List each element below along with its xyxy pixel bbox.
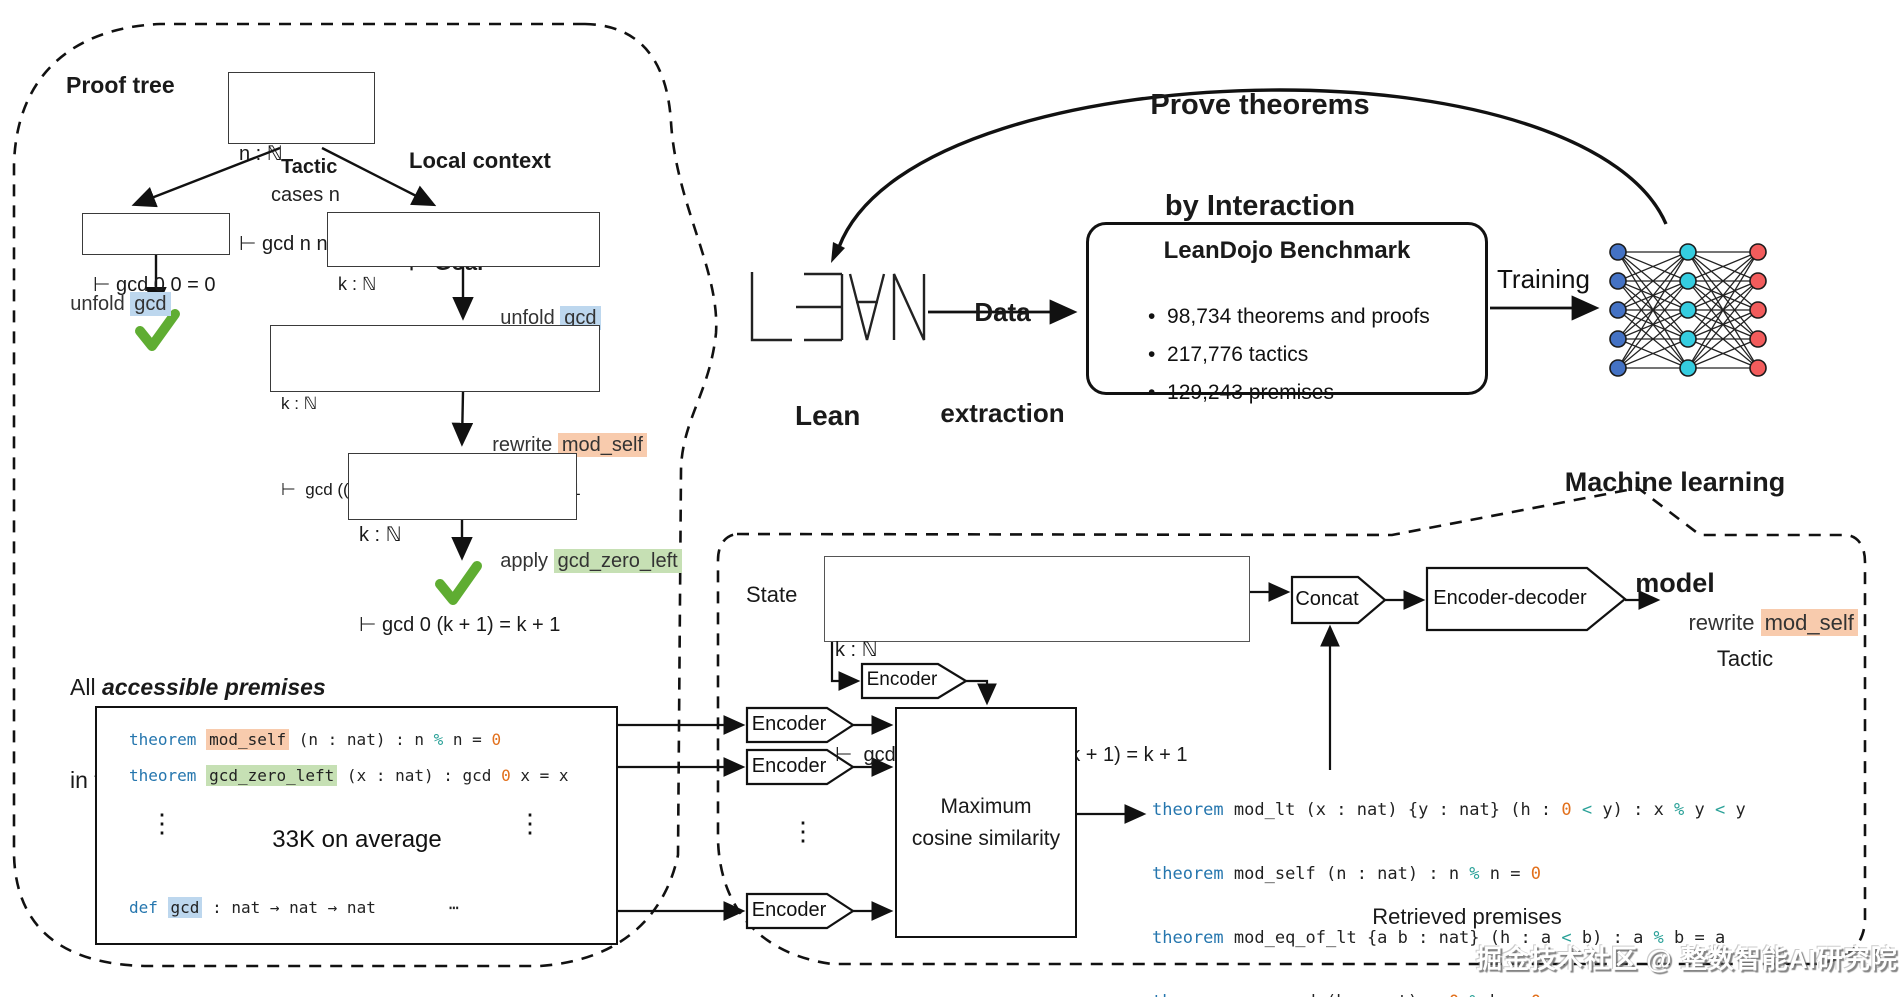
benchmark-item-premises: • 129,243 premises — [1148, 381, 1334, 404]
bullet-icon: • — [1148, 381, 1156, 404]
horizontal-ellipsis: ⋯ — [449, 898, 459, 917]
tactic-label: Tactic — [281, 156, 338, 178]
retrieved-premises-label: Retrieved premises — [1372, 904, 1562, 929]
premise-gcd-zero-left: theorem gcd_zero_left (x : nat) : gcd 0 … — [129, 765, 569, 786]
benchmark-title: LeanDojo Benchmark — [1163, 237, 1411, 264]
apply-gcd-zero-left-label: apply gcd_zero_left — [478, 527, 682, 596]
state-label: State — [746, 582, 798, 607]
root-context: n : ℕ — [239, 143, 283, 165]
encoder2-shape — [745, 748, 856, 786]
encoder-decoder-label: Encoder-decoder — [1433, 587, 1587, 609]
proof-right-child: k : ℕ ⊢ gcd (k + 1) (k + 1) = k + 1 — [327, 212, 600, 372]
interaction-arc-arrowhead — [831, 242, 845, 263]
benchmark-item-tactics: • 217,776 tactics — [1148, 343, 1309, 366]
encoder-decoder-shape — [1425, 566, 1627, 632]
max-cosine-similarity-box: Maximum cosine similarity — [895, 707, 1077, 938]
benchmark-item-theorems: • 98,734 theorems and proofs — [1148, 305, 1430, 328]
lean-label: Lean — [795, 400, 861, 431]
prove-theorems-title: Prove theorems by Interaction — [1150, 89, 1370, 223]
state-encoder-shape — [860, 662, 969, 700]
pentagon-shapes — [745, 566, 1627, 930]
proof-left-leaf: ⊢ gcd 0 0 = 0 — [82, 213, 230, 296]
success-checkmark-icons — [135, 309, 482, 605]
proof-mid-node: k : ℕ ⊢ gcd ((k + 1) % (k + 1)) (k + 1) … — [270, 325, 600, 499]
predicted-tactic: rewrite mod_self — [1664, 584, 1858, 662]
retrieval-flow-arrows — [618, 582, 1661, 921]
vertical-ellipsis-right: ⋮ — [517, 808, 543, 838]
bullet-icon: • — [1148, 343, 1156, 366]
encoder3-shape — [745, 892, 856, 930]
concat-label: Concat — [1295, 588, 1359, 610]
proof-root-node: n : ℕ ⊢ gcd n n = n — [228, 72, 375, 255]
proof-tree-arrows — [131, 146, 474, 561]
premise-count-label: 33K on average — [272, 826, 442, 853]
encoder1-shape — [745, 706, 856, 744]
unfold-gcd-label-left: unfold gcd — [48, 270, 171, 339]
encoder2-label: Encoder — [751, 755, 827, 777]
left-dashed-region-outline — [12, 22, 718, 968]
watermark: 掘金技术社区 @ 整数智能AI研究院 — [1476, 944, 1898, 974]
cases-n-label: cases n — [271, 184, 340, 206]
premise-mod-self: theorem mod_self (n : nat) : n % n = 0 — [129, 729, 502, 750]
encoder3-label: Encoder — [751, 899, 827, 921]
leandojo-benchmark-box: LeanDojo Benchmark • 98,734 theorems and… — [1086, 222, 1488, 404]
retrieved-zero-mod: theorem zero_mod (b : nat) : 0 % b = 0 — [1152, 992, 1746, 997]
premise-def-gcd: def gcd : nat → nat → nat — [129, 897, 376, 918]
encoder-column-ellipsis: ⋮ — [790, 816, 816, 846]
vertical-ellipsis-left: ⋮ — [149, 808, 175, 838]
top-flow-arrows — [928, 295, 1600, 325]
right-dashed-region-outline — [716, 486, 1867, 966]
bullet-icon: • — [1148, 305, 1156, 328]
interaction-arc — [837, 88, 1668, 248]
concat-shape — [1290, 575, 1387, 625]
proof-tree-title: Proof tree — [66, 72, 175, 98]
accessible-premises-box: theorem mod_self (n : nat) : n % n = 0 t… — [95, 706, 618, 945]
training-label: Training — [1497, 264, 1590, 294]
retrieved-mod-self: theorem mod_self (n : nat) : n % n = 0 — [1152, 864, 1541, 884]
machine-learning-model-label: Machine learning model — [1564, 466, 1786, 598]
data-extraction-label: Data extraction — [940, 296, 1065, 428]
retrieved-mod-eq-of-lt: theorem mod_eq_of_lt {a b : nat} (h : a … — [1152, 928, 1726, 948]
state-box: k : ℕ ⊢ gcd ((k + 1) % (k + 1)) (k + 1) … — [824, 556, 1250, 766]
retrieved-premises-list: theorem mod_lt (x : nat) {y : nat} (h : … — [1152, 764, 1746, 997]
tactic-output-label: Tactic — [1716, 646, 1774, 671]
proof-low-node: k : ℕ ⊢ gcd 0 (k + 1) = k + 1 — [348, 453, 577, 636]
lean-logo — [750, 272, 926, 342]
state-encoder-label: Encoder — [866, 669, 938, 690]
encoder1-label: Encoder — [751, 713, 827, 735]
retrieved-mod-lt: theorem mod_lt (x : nat) {y : nat} (h : … — [1152, 800, 1746, 820]
neural-network-icon — [1609, 243, 1767, 377]
